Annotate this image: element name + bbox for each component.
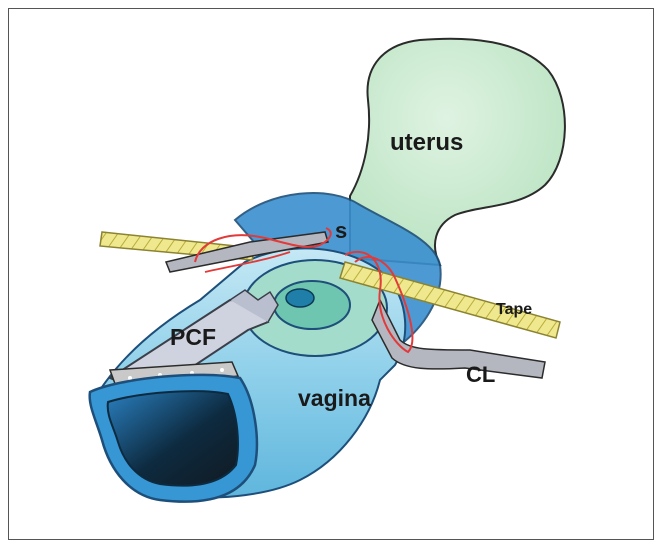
label-vagina: vagina [298,385,371,411]
label-pcf: PCF [170,324,216,350]
cervix-canal [286,289,314,307]
cervix-inner [274,281,350,329]
label-s: s [335,218,347,243]
label-tape: Tape [496,301,532,318]
label-uterus: uterus [390,129,463,156]
label-cl: CL [466,362,495,387]
